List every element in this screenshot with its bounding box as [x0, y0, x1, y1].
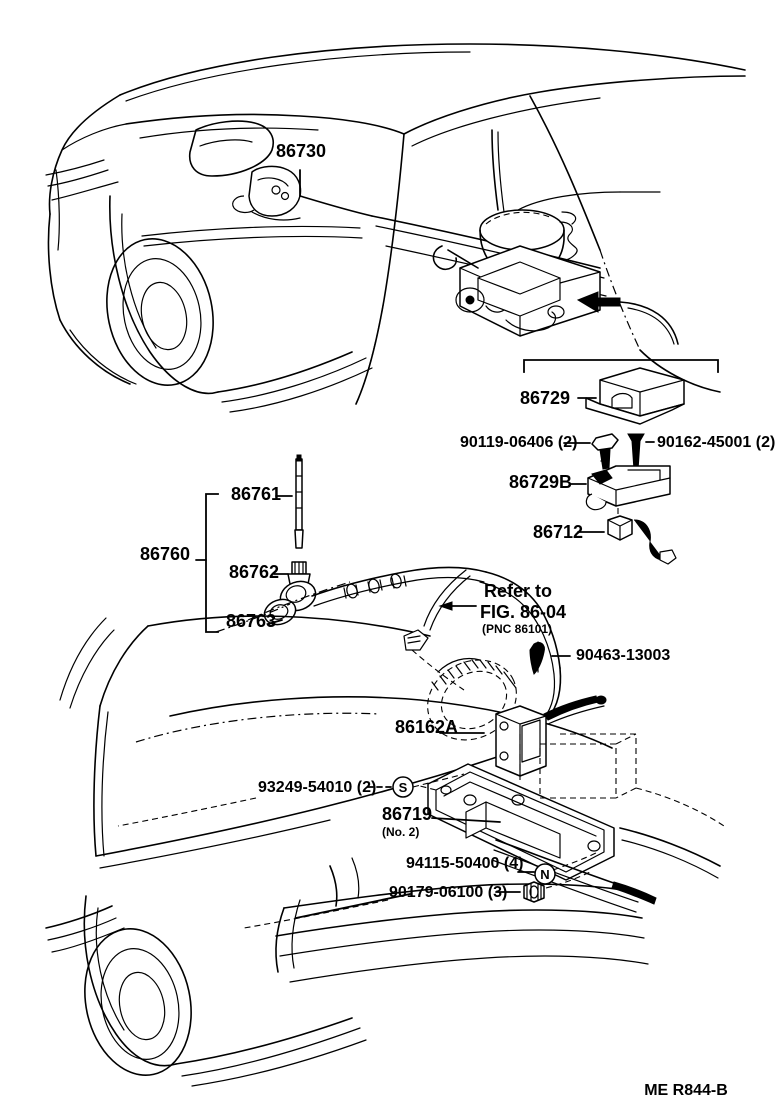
- label-90162-45001: 90162-45001 (2): [657, 434, 775, 451]
- label-86730: 86730: [276, 141, 326, 161]
- label-86761: 86761: [231, 484, 281, 504]
- footer-code: ME R844-B: [644, 1082, 728, 1099]
- label-86760: 86760: [140, 544, 190, 564]
- label-86712: 86712: [533, 522, 583, 542]
- part-90463-13003-clip: [529, 641, 571, 675]
- label-86162A: 86162A: [395, 717, 458, 737]
- part-number-labels: 86730 86729 90119-06406 (2) 90162-45001 …: [140, 141, 775, 901]
- refer-note: Refer to FIG. 86-04 (PNC 86101): [438, 581, 566, 636]
- marker-n-letter: N: [540, 867, 549, 882]
- marker-n-94115: N: [517, 851, 599, 885]
- label-86719: 86719: [382, 804, 432, 824]
- marker-s-letter: S: [399, 780, 408, 795]
- refer-note-line2: FIG. 86-04: [480, 602, 566, 622]
- refer-note-line1: Refer to: [484, 581, 552, 601]
- antenna-assembly-86760: [195, 454, 487, 633]
- label-93249-54010: 93249-54010 (2): [258, 779, 376, 796]
- label-86719-note: (No. 2): [382, 825, 419, 839]
- leader-90179-body: [295, 893, 411, 919]
- label-86729B: 86729B: [509, 472, 572, 492]
- antenna-motor-detail-inset: [432, 129, 679, 345]
- label-94115-50400: 94115-50400 (4): [406, 855, 523, 872]
- leader-86719: [431, 817, 501, 823]
- part-90119-06406-screw: [563, 433, 619, 470]
- part-86712-shape: [577, 515, 677, 565]
- refer-note-line3: (PNC 86101): [482, 622, 552, 636]
- lower-vehicle-illustration: [45, 615, 649, 1087]
- part-90179-06100-nut: [495, 871, 591, 903]
- label-leader-lines: [295, 169, 501, 919]
- label-90463-13003: 90463-13003: [576, 647, 670, 664]
- label-90119-06406: 90119-06406 (2): [460, 434, 577, 451]
- part-86729B-shape: [569, 465, 671, 524]
- marker-s-93249: S: [367, 773, 465, 798]
- label-90179-06100: 90179-06100 (3): [389, 884, 507, 901]
- label-86762: 86762: [229, 562, 279, 582]
- upper-vehicle-illustration: [45, 43, 746, 413]
- part-86730-shape: [232, 165, 373, 221]
- group-bracket-line: [523, 359, 719, 373]
- part-90162-45001-screw: [627, 433, 655, 471]
- label-86763: 86763: [226, 611, 276, 631]
- label-86729: 86729: [520, 388, 570, 408]
- antenna-motor-assembly-lower: [403, 569, 725, 913]
- part-86729-shape: [577, 367, 685, 425]
- coiled-harness: [427, 657, 517, 741]
